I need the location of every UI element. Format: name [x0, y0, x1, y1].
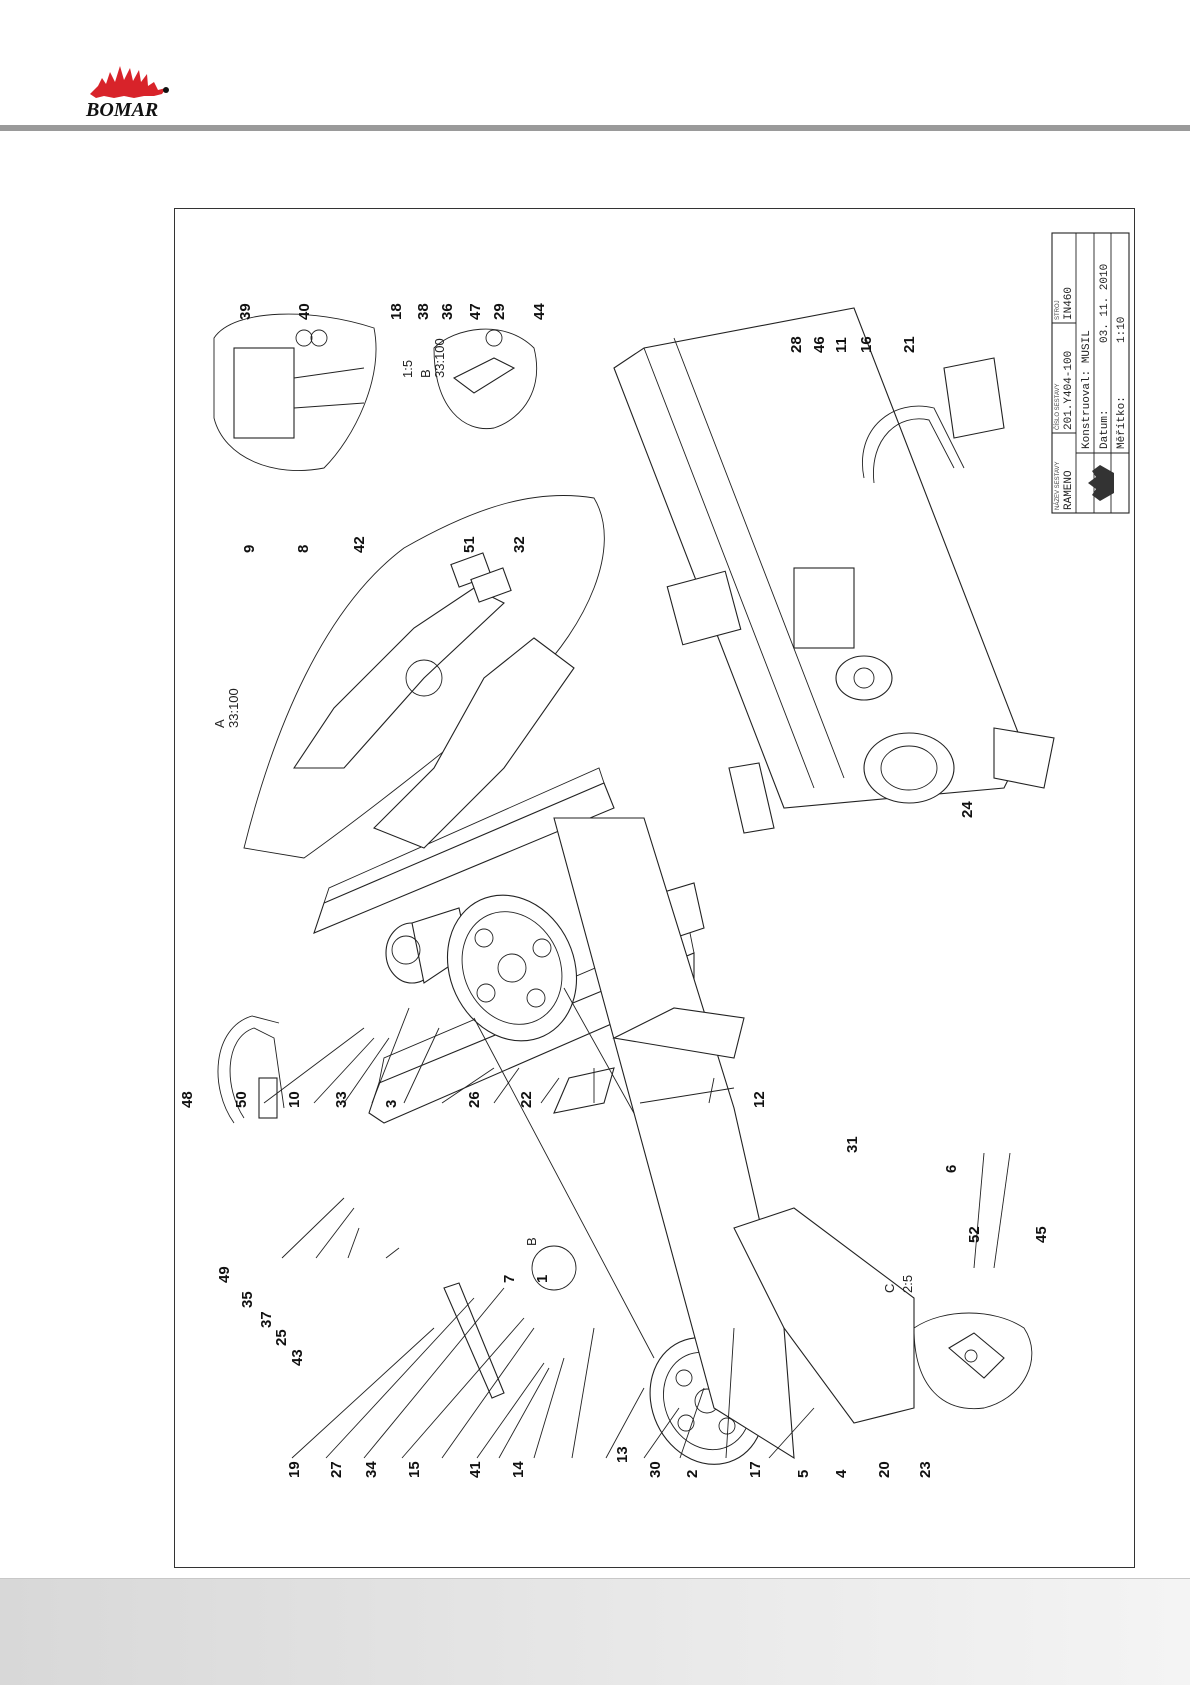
- detail-a-scale: 33:100: [226, 688, 241, 728]
- tb-name-header: NÁZEV SESTAVY: [1054, 462, 1061, 510]
- callout-22: 22: [518, 1091, 535, 1108]
- tb-machine: IN460: [1063, 287, 1075, 320]
- callout-10: 10: [286, 1091, 303, 1108]
- tb-machine-header: STROJ: [1055, 300, 1061, 320]
- callout-39: 39: [237, 303, 254, 320]
- tb-scale-label: Měřítko:: [1116, 396, 1128, 449]
- callout-36: 36: [439, 303, 456, 320]
- callout-24: 24: [959, 801, 976, 818]
- callout-52: 52: [966, 1226, 983, 1243]
- callout-15: 15: [406, 1461, 423, 1478]
- callout-35: 35: [239, 1291, 256, 1308]
- callout-1: 1: [534, 1275, 551, 1283]
- header-rule: [0, 125, 1190, 131]
- callout-29: 29: [491, 303, 508, 320]
- detail-a: A 33:100: [212, 495, 604, 858]
- rear-block: [554, 1068, 614, 1113]
- callout-31: 31: [844, 1136, 861, 1153]
- callout-9: 9: [241, 545, 258, 553]
- logo-dot-icon: [163, 87, 169, 93]
- callout-33: 33: [333, 1091, 350, 1108]
- callout-45: 45: [1033, 1226, 1050, 1243]
- callout-40: 40: [296, 303, 313, 320]
- callout-16: 16: [858, 336, 875, 353]
- cable-carrier-upper: [218, 1016, 284, 1123]
- callout-25: 25: [273, 1329, 290, 1346]
- callout-43: 43: [289, 1349, 306, 1366]
- callout-12: 12: [751, 1091, 768, 1108]
- callout-49: 49: [216, 1266, 233, 1283]
- callout-51: 51: [461, 536, 478, 553]
- callout-27: 27: [328, 1461, 345, 1478]
- tb-date-value: 03. 11. 2010: [1099, 264, 1111, 343]
- callout-6: 6: [943, 1165, 960, 1173]
- detail-motor-terminals: [214, 314, 376, 470]
- callout-44: 44: [531, 303, 548, 320]
- guide-rail: [444, 1283, 504, 1398]
- callout-11: 11: [833, 337, 850, 353]
- callout-17: 17: [747, 1461, 764, 1478]
- detail-c-letter: C: [882, 1284, 897, 1293]
- title-block: NÁZEV SESTAVY RAMENO ČÍSLO SESTAVY 201.Y…: [1052, 233, 1129, 513]
- detail-c-scale: 2:5: [900, 1275, 915, 1293]
- detail-b-title: B: [418, 369, 433, 378]
- tb-number: 201.Y404-100: [1063, 351, 1075, 430]
- callout-41: 41: [467, 1461, 484, 1478]
- callout-21: 21: [901, 336, 918, 353]
- callout-2: 2: [684, 1470, 701, 1478]
- callout-14: 14: [510, 1461, 527, 1478]
- callout-20: 20: [876, 1461, 893, 1478]
- detail-b: B 33:100 1:5: [400, 329, 537, 429]
- callout-19: 19: [286, 1461, 303, 1478]
- callout-30: 30: [647, 1461, 664, 1478]
- callout-48: 48: [179, 1091, 196, 1108]
- detail-b-letter: B: [524, 1237, 539, 1246]
- callout-7: 7: [501, 1275, 518, 1283]
- detail-b-side-scale: 1:5: [400, 360, 415, 378]
- detail-b-scale: 33:100: [432, 338, 447, 378]
- right-frame-assembly: [614, 308, 1054, 808]
- tb-designer: Konstruoval: MUSIL: [1081, 330, 1093, 449]
- tb-number-header: ČÍSLO SESTAVY: [1054, 384, 1061, 430]
- callout-5: 5: [795, 1470, 812, 1478]
- callout-13: 13: [614, 1446, 631, 1463]
- callout-38: 38: [415, 303, 432, 320]
- callout-47: 47: [467, 303, 484, 320]
- callout-42: 42: [351, 536, 368, 553]
- callout-37: 37: [258, 1311, 275, 1328]
- tb-date-label: Datum:: [1099, 409, 1111, 449]
- callout-8: 8: [295, 545, 312, 553]
- callout-26: 26: [466, 1091, 483, 1108]
- exploded-assembly-drawing: B C 2:5 A 33:100 B 33:100 1:5: [174, 208, 1135, 1568]
- callout-32: 32: [511, 536, 528, 553]
- callout-46: 46: [811, 336, 828, 353]
- callout-28: 28: [788, 336, 805, 353]
- callout-4: 4: [833, 1469, 850, 1478]
- detail-a-letter: A: [212, 719, 227, 728]
- callout-23: 23: [917, 1461, 934, 1478]
- tb-scale-value: 1:10: [1116, 317, 1128, 343]
- bomar-logo: BOMAR: [84, 60, 176, 120]
- tb-name: RAMENO: [1063, 470, 1075, 510]
- footer-band: [0, 1578, 1190, 1685]
- stegosaurus-logo-icon: [90, 66, 166, 98]
- callout-18: 18: [388, 303, 405, 320]
- callout-34: 34: [363, 1461, 380, 1478]
- logo-text: BOMAR: [85, 99, 158, 120]
- callout-3: 3: [383, 1100, 400, 1108]
- callout-50: 50: [233, 1091, 250, 1108]
